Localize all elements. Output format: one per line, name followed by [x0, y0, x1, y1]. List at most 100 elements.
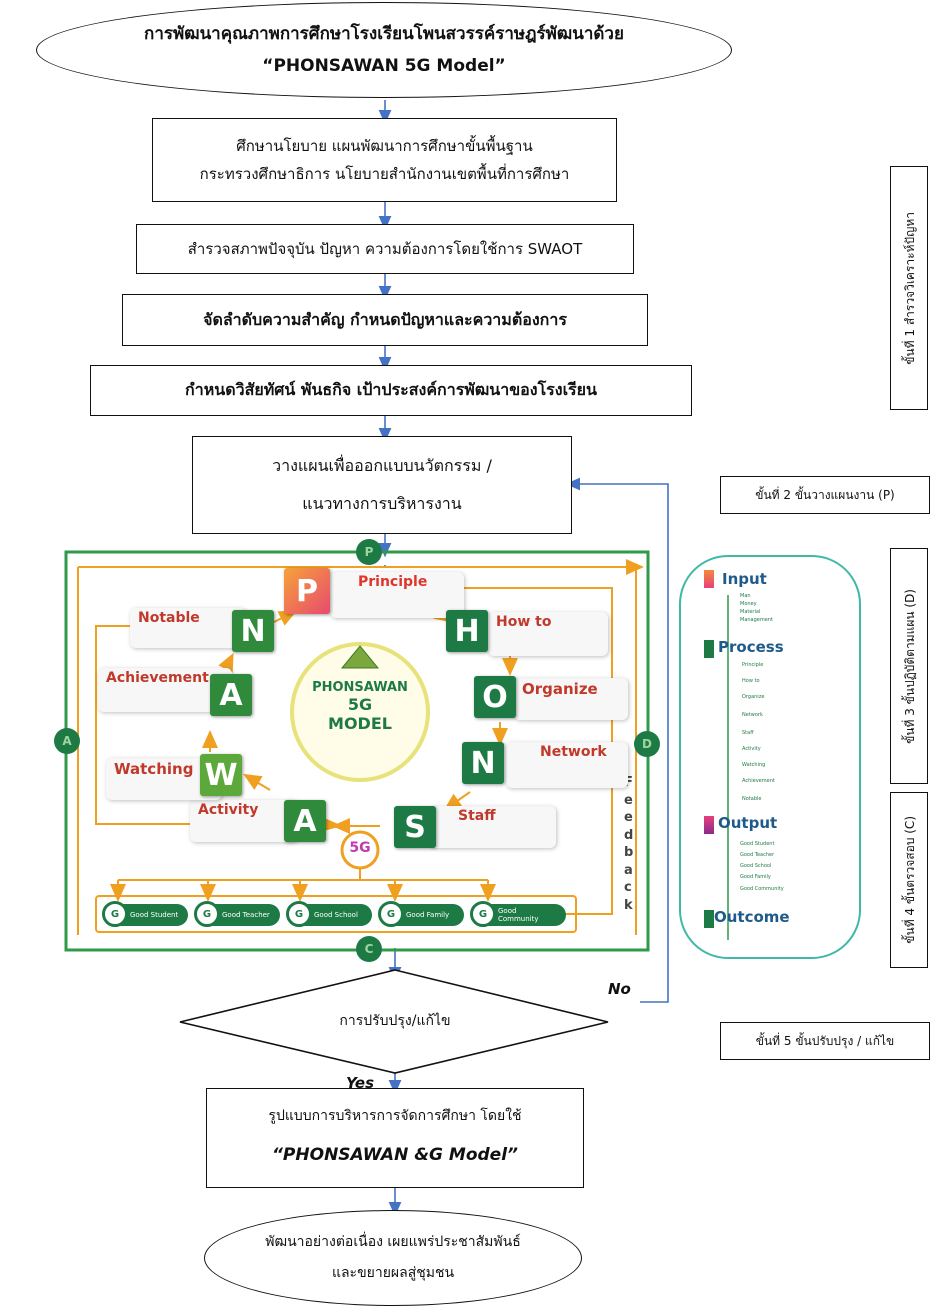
process-row-1: Principle	[742, 662, 764, 668]
output-row-3: Good School	[740, 863, 772, 869]
decision-diamond	[179, 969, 609, 1074]
good-school-node: G Good School	[286, 901, 372, 927]
output-row-5: Good Community	[740, 886, 784, 892]
arrow-no-feedback	[565, 477, 669, 1003]
letter-h: H	[446, 610, 488, 652]
card-organize: Organize	[514, 678, 628, 720]
process-heading: Process	[718, 638, 784, 656]
title-line-2: “PHONSAWAN 5G Model”	[262, 56, 506, 76]
hub-ring	[340, 830, 380, 870]
right-panel-frame	[679, 555, 861, 959]
input-row-2: Money	[740, 601, 757, 607]
side-label-step-4: ขั้นที่ 4 ขั้นตรวจสอบ (C)	[890, 792, 928, 968]
process-row-2: How to	[742, 678, 760, 684]
hub-5g: 5G	[349, 840, 371, 856]
side-label-step-3-text: ขั้นที่ 3 ขั้นปฏิบัติตามแผน (D)	[902, 588, 917, 744]
model-logo: PHONSAWAN 5G MODEL	[300, 680, 420, 733]
card-activity: Activity	[190, 800, 298, 842]
step-priority-box: จัดลำดับความสำคัญ กำหนดปัญหาและความต้องก…	[122, 294, 648, 346]
input-heading: Input	[722, 570, 767, 588]
process-bar-icon	[704, 640, 714, 658]
good-teacher-g-icon: G	[194, 901, 220, 927]
step-vision-box: กำหนดวิสัยทัศน์ พันธกิจ เป้าประสงค์การพั…	[90, 365, 692, 416]
title-oval: การพัฒนาคุณภาพการศึกษาโรงเรียนโพนสวรรค์ร…	[36, 2, 732, 98]
side-label-step-3: ขั้นที่ 3 ขั้นปฏิบัติตามแผน (D)	[890, 548, 928, 784]
card-network-title: Network	[540, 744, 607, 760]
card-principle: Principle	[330, 572, 464, 618]
good-student-node: G Good Student	[102, 901, 188, 927]
result-line-1: รูปแบบการบริหารการจัดการศึกษา โดยใช้	[268, 1108, 522, 1125]
step-survey-box: สำรวจสภาพปัจจุบัน ปัญหา ความต้องการโดยใช…	[136, 224, 634, 274]
good-student-g-icon: G	[102, 901, 128, 927]
letter-s: S	[394, 806, 436, 848]
process-row-5: Staff	[742, 730, 754, 736]
good-family-g-icon: G	[378, 901, 404, 927]
input-row-1: Man	[740, 593, 751, 599]
good-school-label: Good School	[314, 911, 358, 919]
output-heading: Output	[718, 814, 778, 832]
letter-n-notable: N	[232, 610, 274, 652]
outcome-bar-icon	[704, 910, 714, 928]
process-row-3: Organize	[742, 694, 765, 700]
letter-o: O	[474, 676, 516, 718]
good-family-label: Good Family	[406, 911, 450, 919]
process-row-8: Achievement	[742, 778, 775, 784]
side-label-step-2: ขั้นที่ 2 ขั้นวางแผนงาน (P)	[720, 476, 930, 514]
good-family-node: G Good Family	[378, 901, 464, 927]
letter-a-activity: A	[284, 800, 326, 842]
step-study-line-2: กระทรวงศึกษาธิการ นโยบายสำนักงานเขตพื้นท…	[199, 165, 570, 183]
step-study-line-1: ศึกษานโยบาย แผนพัฒนาการศึกษาขั้นพื้นฐาน	[236, 136, 533, 155]
end-oval: พัฒนาอย่างต่อเนื่อง เผยแพร่ประชาสัมพันธ์…	[204, 1210, 582, 1306]
pdca-p-marker: P	[356, 539, 382, 565]
logo-text-1: PHONSAWAN	[312, 680, 408, 695]
output-row-4: Good Family	[740, 874, 771, 880]
good-school-g-icon: G	[286, 901, 312, 927]
letter-p: P	[284, 568, 330, 614]
input-row-3: Material	[740, 609, 761, 615]
card-how-to: How to	[488, 612, 608, 656]
decision-text: การปรับปรุง/แก้ไข	[339, 1013, 451, 1029]
goods-frame	[95, 895, 577, 933]
result-box: รูปแบบการบริหารการจัดการศึกษา โดยใช้ “PH…	[206, 1088, 584, 1188]
input-bar-icon	[704, 570, 714, 588]
card-organize-title: Organize	[522, 680, 598, 698]
step-study-box: ศึกษานโยบาย แผนพัฒนาการศึกษาขั้นพื้นฐาน …	[152, 118, 617, 202]
good-community-label: Good Community	[498, 907, 539, 923]
card-activity-title: Activity	[198, 802, 259, 818]
pdca-a-marker: A	[54, 728, 80, 754]
step-survey-text: สำรวจสภาพปัจจุบัน ปัญหา ความต้องการโดยใช…	[187, 239, 583, 258]
good-teacher-label: Good Teacher	[222, 911, 270, 919]
card-staff-title: Staff	[458, 808, 496, 824]
letter-a-achievement: A	[210, 674, 252, 716]
side-label-step-5: ขั้นที่ 5 ขั้นปรับปรุง / แก้ไข	[720, 1022, 930, 1060]
process-row-7: Watching	[742, 762, 766, 768]
side-label-step-4-text: ขั้นที่ 4 ขั้นตรวจสอบ (C)	[902, 816, 917, 944]
side-label-step-2-text: ขั้นที่ 2 ขั้นวางแผนงาน (P)	[755, 487, 895, 502]
end-line-1: พัฒนาอย่างต่อเนื่อง เผยแพร่ประชาสัมพันธ์	[265, 1234, 521, 1251]
good-student-label: Good Student	[130, 911, 179, 919]
card-achievement: Achievement	[98, 668, 232, 712]
step-vision-text: กำหนดวิสัยทัศน์ พันธกิจ เป้าประสงค์การพั…	[185, 380, 597, 400]
output-bar-icon	[704, 816, 714, 834]
logo-text-2: 5G	[347, 695, 373, 714]
orange-top-right	[440, 587, 613, 640]
feedback-label: Feedback	[624, 775, 634, 913]
logo-emblem	[340, 645, 380, 669]
process-row-4: Network	[742, 712, 763, 718]
good-community-g-icon: G	[470, 901, 496, 927]
step-plan-line-2: แนวทางการบริหารงาน	[302, 494, 462, 513]
card-achievement-title: Achievement	[106, 670, 209, 686]
step-plan-box: วางแผนเพื่อออกแบบนวัตกรรม / แนวทางการบริ…	[192, 436, 572, 534]
card-network: Network	[506, 742, 628, 788]
card-watching-title: Watching	[114, 760, 194, 778]
label-yes: Yes	[346, 1074, 375, 1092]
side-label-step-1: ขั้นที่ 1 สำรวจวิเคราะห์ปัญหา	[890, 166, 928, 410]
output-row-2: Good Teacher	[740, 852, 775, 858]
title-line-1: การพัฒนาคุณภาพการศึกษาโรงเรียนโพนสวรรค์ร…	[144, 23, 624, 44]
output-row-1: Good Student	[740, 841, 775, 847]
card-staff: Staff	[430, 806, 556, 848]
pdca-c-marker: C	[356, 936, 382, 962]
side-label-step-1-text: ขั้นที่ 1 สำรวจวิเคราะห์ปัญหา	[902, 211, 917, 365]
card-notable-title: Notable	[138, 610, 200, 626]
good-teacher-node: G Good Teacher	[194, 901, 280, 927]
